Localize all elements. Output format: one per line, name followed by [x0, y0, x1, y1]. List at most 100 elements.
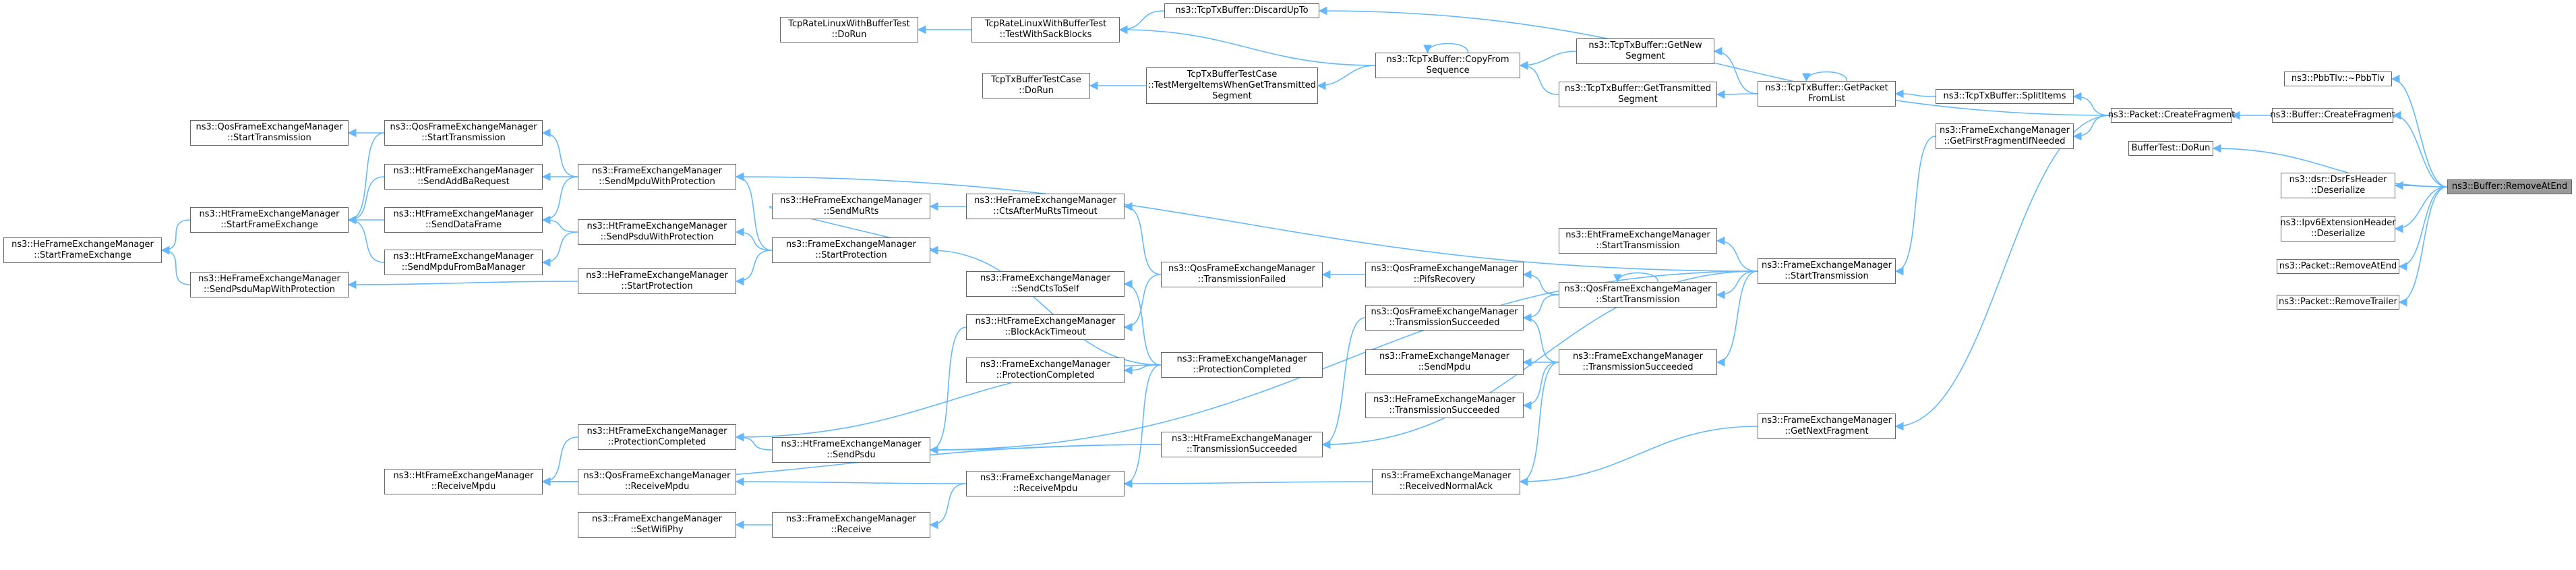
- call-edge: [1894, 89, 1936, 98]
- node-fem-receive[interactable]: ns3::FrameExchangeManager::Receive: [772, 512, 930, 538]
- node-label: ::Receive: [831, 525, 872, 535]
- node-qos-transmission-succeeded[interactable]: ns3::QosFrameExchangeManager::Transmissi…: [1365, 305, 1524, 331]
- call-edge: [2392, 111, 2448, 188]
- node-label: ::TestMergeItemsWhenGetTransmitted: [1148, 80, 1316, 90]
- node-packet-create-fragment[interactable]: ns3::Packet::CreateFragment: [2108, 108, 2235, 123]
- node-label: ::TransmissionSucceeded: [1389, 405, 1500, 416]
- node-label: ::SetWifiPhy: [630, 525, 684, 535]
- node-ht-send-add-ba-request[interactable]: ns3::HtFrameExchangeManager::SendAddBaRe…: [384, 164, 543, 190]
- node-fem-received-normal-ack[interactable]: ns3::FrameExchangeManager::ReceivedNorma…: [1372, 469, 1520, 494]
- node-fem-send-cts-to-self[interactable]: ns3::FrameExchangeManager::SendCtsToSelf: [966, 271, 1125, 297]
- node-tcp-rate-linux-dorun[interactable]: TcpRateLinuxWithBufferTest::DoRun: [780, 17, 918, 42]
- node-tcp-split-items[interactable]: ns3::TcpTxBuffer::SplitItems: [1936, 89, 2074, 104]
- node-label: ::Deserialize: [2310, 186, 2366, 196]
- call-edge: [1716, 270, 1758, 367]
- node-fem-protection-completed[interactable]: ns3::FrameExchangeManager::ProtectionCom…: [1161, 352, 1323, 378]
- node-label: ns3::TcpTxBuffer::CopyFrom: [1386, 55, 1509, 65]
- node-he-start-frame-exchange[interactable]: ns3::HeFrameExchangeManager::StartFrameE…: [3, 237, 162, 263]
- node-ht-send-psdu-with-protection[interactable]: ns3::HtFrameExchangeManager::SendPsduWit…: [578, 219, 736, 245]
- node-fem-protection-completed-2[interactable]: ns3::FrameExchangeManager::ProtectionCom…: [966, 358, 1125, 383]
- node-he-send-mu-rts[interactable]: ns3::HeFrameExchangeManager::SendMuRts: [772, 194, 930, 219]
- node-ht-receive-mpdu[interactable]: ns3::HtFrameExchangeManager::ReceiveMpdu: [384, 469, 543, 494]
- node-qos-start-transmission-left[interactable]: ns3::QosFrameExchangeManager::StartTrans…: [384, 120, 543, 146]
- node-label: ns3::QosFrameExchangeManager: [1168, 264, 1315, 274]
- call-edge: [2391, 74, 2448, 188]
- node-ipv6-extension-deserialize[interactable]: ns3::Ipv6ExtensionHeader::Deserialize: [2280, 216, 2396, 241]
- node-qos-transmission-failed[interactable]: ns3::QosFrameExchangeManager::Transmissi…: [1161, 262, 1323, 287]
- node-label: ns3::FrameExchangeManager: [1939, 125, 2070, 136]
- node-label: ns3::QosFrameExchangeManager: [1371, 264, 1518, 274]
- node-fem-set-wifi-phy[interactable]: ns3::FrameExchangeManager::SetWifiPhy: [578, 512, 736, 538]
- node-label: ns3::HtFrameExchangeManager: [393, 471, 534, 481]
- node-fem-get-next-fragment[interactable]: ns3::FrameExchangeManager::GetNextFragme…: [1758, 414, 1896, 439]
- node-label: ::StartTransmission: [421, 133, 506, 143]
- node-label: ns3::HeFrameExchangeManager: [586, 270, 728, 281]
- node-fem-get-first-fragment[interactable]: ns3::FrameExchangeManager::GetFirstFragm…: [1936, 123, 2074, 149]
- call-edge: [929, 246, 1162, 366]
- node-tcp-buffer-test-merge[interactable]: TcpTxBufferTestCase::TestMergeItemsWhenG…: [1146, 67, 1318, 104]
- node-label: ::ReceiveMpdu: [1013, 484, 1078, 494]
- node-he-transmission-succeeded[interactable]: ns3::HeFrameExchangeManager::Transmissio…: [1365, 393, 1524, 418]
- node-tcp-rate-sack-test[interactable]: TcpRateLinuxWithBufferTest::TestWithSack…: [971, 17, 1120, 42]
- node-ht-transmission-succeeded[interactable]: ns3::HtFrameExchangeManager::Transmissio…: [1161, 432, 1323, 457]
- node-ht-protection-completed[interactable]: ns3::HtFrameExchangeManager::ProtectionC…: [578, 424, 736, 450]
- node-he-send-psdu-map-with-protection[interactable]: ns3::HeFrameExchangeManager::SendPsduMap…: [190, 272, 349, 297]
- node-tcp-discard-up-to[interactable]: ns3::TcpTxBuffer::DiscardUpTo: [1164, 3, 1319, 18]
- node-packet-remove-trailer[interactable]: ns3::Packet::RemoveTrailer: [2277, 295, 2399, 310]
- node-label: ns3::HtFrameExchangeManager: [1172, 434, 1312, 444]
- node-dsr-header-deserialize[interactable]: ns3::dsr::DsrFsHeader::Deserialize: [2281, 173, 2395, 198]
- node-label: ::ReceivedNormalAck: [1399, 482, 1493, 492]
- node-label: BufferTest::DoRun: [2131, 143, 2211, 153]
- node-label: ns3::HeFrameExchangeManager: [974, 196, 1116, 206]
- node-fem-start-protection[interactable]: ns3::FrameExchangeManager::StartProtecti…: [772, 237, 930, 263]
- node-label: ::StartFrameExchange: [34, 250, 131, 260]
- call-edge: [1123, 279, 1162, 366]
- call-edge: [1519, 51, 1577, 70]
- node-eht-start-transmission[interactable]: ns3::EhtFrameExchangeManager::StartTrans…: [1559, 228, 1717, 254]
- node-packet-remove-at-end[interactable]: ns3::Packet::RemoveAtEnd: [2277, 259, 2399, 274]
- call-edge: [1894, 115, 2111, 431]
- call-edge: [1716, 236, 1758, 272]
- node-label: ns3::Buffer::RemoveAtEnd: [2451, 181, 2568, 192]
- node-fem-send-mpdu[interactable]: ns3::FrameExchangeManager::SendMpdu: [1365, 349, 1524, 375]
- node-label: TcpRateLinuxWithBufferTest: [984, 19, 1107, 29]
- node-he-cts-after-mu-rts-timeout[interactable]: ns3::HeFrameExchangeManager::CtsAfterMuR…: [966, 194, 1125, 219]
- node-label: ns3::FrameExchangeManager: [1379, 351, 1510, 362]
- node-ht-send-data-frame[interactable]: ns3::HtFrameExchangeManager::SendDataFra…: [384, 207, 543, 233]
- node-label: ns3::QosFrameExchangeManager: [583, 471, 731, 481]
- node-qos-start-transmission-far[interactable]: ns3::QosFrameExchangeManager::StartTrans…: [190, 120, 349, 146]
- node-qos-start-transmission[interactable]: ns3::QosFrameExchangeManager::StartTrans…: [1559, 282, 1717, 308]
- call-edge: [1522, 362, 1559, 410]
- node-buffer-test-dorun[interactable]: BufferTest::DoRun: [2128, 141, 2213, 156]
- node-label: ::TestWithSackBlocks: [999, 30, 1092, 40]
- node-fem-send-mpdu-with-protection[interactable]: ns3::FrameExchangeManager::SendMpduWithP…: [578, 164, 736, 190]
- node-pbbtlv-destructor[interactable]: ns3::PbbTlv::~PbbTlv: [2284, 72, 2392, 86]
- node-label: ns3::FrameExchangeManager: [591, 166, 723, 176]
- node-label: ::GetFirstFragmentIfNeeded: [1944, 136, 2066, 146]
- node-qos-pifs-recovery[interactable]: ns3::QosFrameExchangeManager::PifsRecove…: [1365, 262, 1524, 287]
- node-label: ::ReceiveMpdu: [431, 482, 496, 492]
- node-fem-transmission-succeeded[interactable]: ns3::FrameExchangeManager::TransmissionS…: [1559, 349, 1717, 375]
- node-ht-send-mpdu-from-ba-manager[interactable]: ns3::HtFrameExchangeManager::SendMpduFro…: [384, 250, 543, 275]
- node-label: ns3::HtFrameExchangeManager: [587, 221, 727, 231]
- call-edge: [1321, 270, 1758, 449]
- node-qos-receive-mpdu[interactable]: ns3::QosFrameExchangeManager::ReceiveMpd…: [578, 469, 736, 494]
- node-ht-block-ack-timeout[interactable]: ns3::HtFrameExchangeManager::BlockAckTim…: [966, 314, 1125, 340]
- node-tcp-buffer-test-dorun[interactable]: TcpTxBufferTestCase::DoRun: [982, 73, 1090, 98]
- node-he-start-protection[interactable]: ns3::HeFrameExchangeManager::StartProtec…: [578, 268, 736, 294]
- call-edge: [1123, 274, 1162, 332]
- node-label: ns3::FrameExchangeManager: [980, 273, 1111, 283]
- node-ht-start-frame-exchange[interactable]: ns3::HtFrameExchangeManager::StartFrameE…: [190, 207, 349, 233]
- node-fem-receive-mpdu[interactable]: ns3::FrameExchangeManager::ReceiveMpdu: [966, 471, 1125, 496]
- node-buffer-create-fragment[interactable]: ns3::Buffer::CreateFragment: [2270, 108, 2395, 123]
- node-fem-start-transmission[interactable]: ns3::FrameExchangeManager::StartTransmis…: [1758, 258, 1896, 284]
- node-ht-send-psdu[interactable]: ns3::HtFrameExchangeManager::SendPsdu: [772, 437, 930, 463]
- node-label: ns3::Packet::RemoveTrailer: [2279, 297, 2397, 307]
- node-label: ::ProtectionCompleted: [607, 437, 707, 447]
- node-label: ::StartTransmission: [227, 133, 311, 143]
